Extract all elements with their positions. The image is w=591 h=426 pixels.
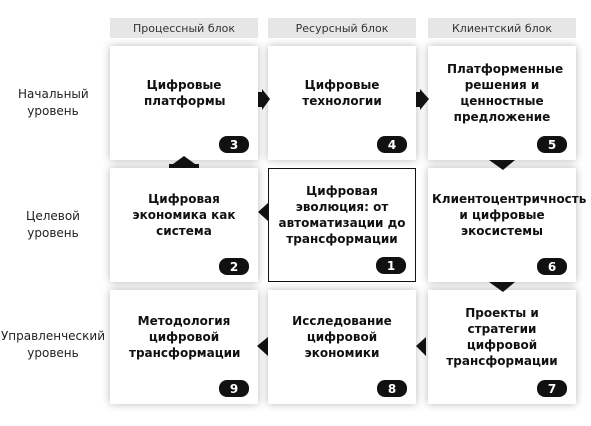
cell-client-centricity: Клиентоцентричность и цифровые экосистем… — [428, 168, 587, 282]
cell-text: Цифровые технологии — [272, 46, 412, 140]
cell-digital-economy-system: Цифровая экономика как система 2 — [110, 168, 258, 282]
row-label-initial-text: Начальный уровень — [18, 87, 89, 118]
step-badge: 8 — [377, 380, 407, 397]
cell-text: Цифровые платформы — [114, 46, 254, 140]
step-badge: 3 — [219, 136, 249, 153]
cell-text: Проекты и стратегии цифровой трансформац… — [432, 290, 572, 384]
step-badge: 6 — [537, 258, 567, 275]
cell-text: Клиентоцентричность и цифровые экосистем… — [432, 168, 587, 262]
arrow-down-icon — [489, 282, 515, 292]
cell-label: Цифровые технологии — [302, 78, 382, 108]
arrow-down-icon — [489, 160, 515, 170]
row-label-initial: Начальный уровень — [0, 86, 106, 120]
cell-label: Цифровая экономика как система — [132, 192, 236, 238]
column-header-process: Процессный блок — [110, 18, 258, 38]
column-header-client: Клиентский блок — [428, 18, 576, 38]
cell-text: Платформенные решения и ценностные предл… — [432, 46, 572, 140]
cell-text: Методология цифровой трансформации — [114, 290, 254, 384]
cell-transformation-methodology: Методология цифровой трансформации 9 — [110, 290, 258, 404]
cell-text: Исследование цифровой экономики — [272, 290, 412, 384]
cell-platform-solutions: Платформенные решения и ценностные предл… — [428, 46, 576, 160]
cell-label: Исследование цифровой экономики — [292, 314, 392, 360]
cell-digital-evolution: Цифровая эволюция: от автоматизации до т… — [268, 168, 416, 282]
row-label-management-text: Управленческий уровень — [0, 329, 105, 360]
cell-label: Цифровая эволюция: от автоматизации до т… — [278, 184, 406, 246]
cell-label: Цифровые платформы — [144, 78, 226, 108]
arrow-right-icon — [416, 89, 429, 110]
cell-digital-technologies: Цифровые технологии 4 — [268, 46, 416, 160]
cell-label: Проекты и стратегии цифровой трансформац… — [446, 306, 558, 368]
step-badge: 7 — [537, 380, 567, 397]
cell-projects-strategies: Проекты и стратегии цифровой трансформац… — [428, 290, 576, 404]
step-badge: 4 — [377, 136, 407, 153]
step-badge: 2 — [219, 258, 249, 275]
row-label-target-text: Целевой уровень — [26, 209, 80, 240]
cell-digital-platforms: Цифровые платформы 3 — [110, 46, 258, 160]
cell-text: Цифровая экономика как система — [114, 168, 254, 262]
cell-economy-research: Исследование цифровой экономики 8 — [268, 290, 416, 404]
cell-label: Платформенные решения и ценностные предл… — [447, 62, 564, 124]
step-badge: 1 — [376, 257, 406, 274]
cell-label: Клиентоцентричность и цифровые экосистем… — [432, 192, 587, 238]
cell-text: Цифровая эволюция: от автоматизации до т… — [273, 169, 411, 261]
column-header-resource: Ресурсный блок — [268, 18, 416, 38]
arrow-left-icon — [257, 337, 268, 356]
arrow-left-icon — [258, 203, 268, 221]
step-badge: 9 — [219, 380, 249, 397]
row-label-target: Целевой уровень — [0, 208, 106, 242]
arrow-up-icon — [169, 156, 199, 168]
arrow-right-icon — [258, 89, 270, 110]
arrow-left-icon — [416, 337, 426, 356]
cell-label: Методология цифровой трансформации — [129, 314, 241, 360]
step-badge: 5 — [537, 136, 567, 153]
row-label-management: Управленческий уровень — [0, 328, 106, 362]
